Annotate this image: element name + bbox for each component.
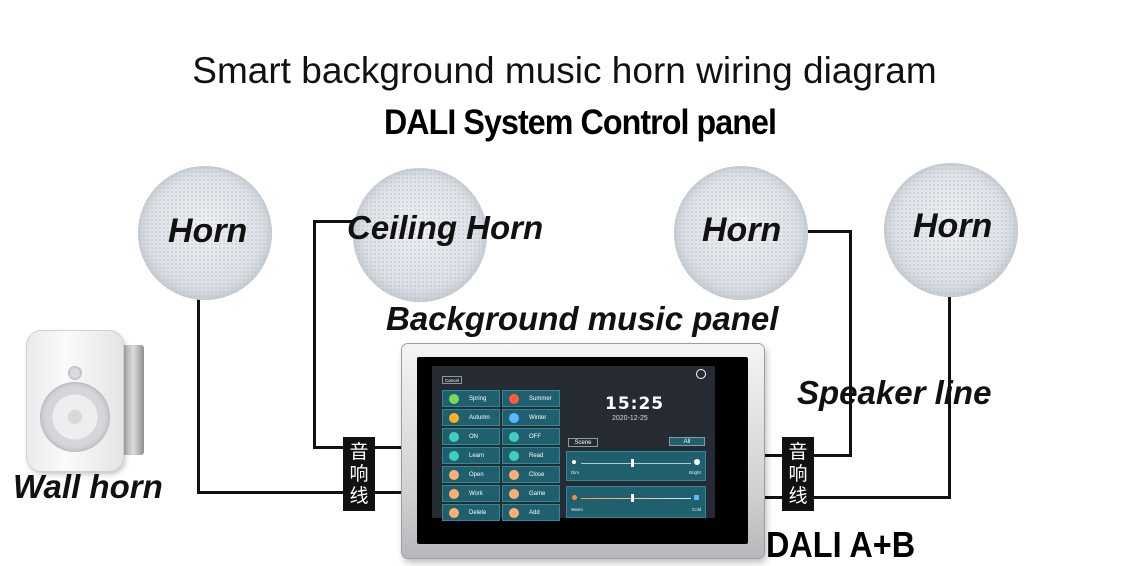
scene-button-label: Open [469,472,484,478]
wire-horn-mid-vertical [849,230,852,457]
cold-label: Cold [692,507,702,512]
horn-left-speaker [138,166,272,300]
summer-icon [509,394,519,404]
wall-horn-label: Wall horn [13,468,163,505]
color-temp-track[interactable] [581,498,691,499]
on-icon [449,432,459,442]
color-temp-knob[interactable] [631,494,634,502]
scene-button-close[interactable]: Close [502,466,560,483]
horn-left-label: Horn [168,212,248,250]
wire-ceiling-top [313,220,357,223]
wire-ceiling-vertical [313,220,316,448]
speaker-line-label: Speaker line [797,374,992,411]
add-icon [509,508,519,518]
background-music-panel-label: Background music panel [386,300,779,337]
scene-button-learn[interactable]: Learn [442,447,500,464]
scene-button-label: Winter [529,415,547,421]
brightness-slider-card: Dim Bright [566,451,706,481]
scene-button-label: Read [529,453,544,459]
open-icon [449,470,459,480]
scene-button-label: Autumn [469,415,490,421]
scene-button-label: OFF [529,434,541,440]
horn-mid-label: Horn [702,211,782,249]
scene-button-read[interactable]: Read [502,447,560,464]
ceiling-horn-label: Ceiling Horn [347,209,544,246]
autumn-icon [449,413,459,423]
scene-button-label: Delete [469,510,487,516]
wire-horn-left-vertical [197,298,200,494]
panel-scene-button[interactable]: Scene [568,438,598,447]
panel-time: 15:25 [605,394,665,414]
scene-button-label: Summer [529,396,552,402]
wire-horn-right-vertical [948,296,951,499]
tag-right-char-3: 线 [788,485,808,507]
scene-button-label: Learn [469,453,485,459]
tag-left-char-3: 线 [349,485,369,507]
tag-left-char-1: 音 [349,441,369,463]
warm-label: Warm [571,507,583,512]
scene-button-label: Game [529,491,546,497]
scene-button-label: Close [529,472,545,478]
wire-bottom-left [197,491,405,494]
learn-icon [449,451,459,461]
tag-left-char-2: 响 [349,463,369,485]
close-icon [509,470,519,480]
spring-icon [449,394,459,404]
warm-icon [572,495,577,500]
horn-right-label: Horn [913,207,993,245]
diagram-title: Smart background music horn wiring diagr… [192,50,937,91]
bright-label: Bright [689,470,701,475]
bright-icon [694,459,700,465]
scene-button-game[interactable]: Game [502,485,560,502]
panel-date: 2020-12-25 [612,415,648,422]
settings-icon[interactable] [696,369,706,379]
scene-button-add[interactable]: Add [502,504,560,521]
wire-bottom-right [765,496,951,499]
scene-button-open[interactable]: Open [442,466,500,483]
scene-button-label: Add [529,510,540,516]
horn-mid-speaker [674,166,808,300]
scene-button-label: ON [469,434,478,440]
tag-right-char-2: 响 [788,463,808,485]
scene-button-spring[interactable]: Spring [442,390,500,407]
winter-icon [509,413,519,423]
color-temp-slider-card: Warm Cold [566,486,706,518]
brightness-track[interactable] [581,463,691,464]
scene-button-label: Work [469,491,483,497]
work-icon [449,489,459,499]
ceiling-horn-speaker [353,168,487,302]
scene-button-work[interactable]: Work [442,485,500,502]
panel-all-button[interactable]: All [669,437,705,446]
wall-horn-woofer [40,382,110,452]
scene-button-winter[interactable]: Winter [502,409,560,426]
scene-button-delete[interactable]: Delete [442,504,500,521]
delete-icon [449,508,459,518]
scene-button-autumn[interactable]: Autumn [442,409,500,426]
scene-button-summer[interactable]: Summer [502,390,560,407]
dali-ab-label: DALI A+B [766,524,916,565]
wall-horn-tweeter [68,366,82,380]
horn-right-speaker [884,163,1018,297]
dim-label: Dim [571,470,579,475]
dim-icon [572,460,576,464]
brightness-knob[interactable] [631,459,634,467]
scene-button-off[interactable]: OFF [502,428,560,445]
game-icon [509,489,519,499]
speaker-line-tag-left: 音 响 线 [343,437,375,511]
panel-cancel-button[interactable]: Cancel [442,376,462,384]
scene-button-on[interactable]: ON [442,428,500,445]
cold-icon [694,495,699,500]
speaker-line-tag-right: 音 响 线 [782,437,814,511]
tag-right-char-1: 音 [788,441,808,463]
off-icon [509,432,519,442]
diagram-subtitle: DALI System Control panel [383,103,777,142]
wire-horn-mid-top [806,230,852,233]
read-icon [509,451,519,461]
scene-button-label: Spring [469,396,487,402]
